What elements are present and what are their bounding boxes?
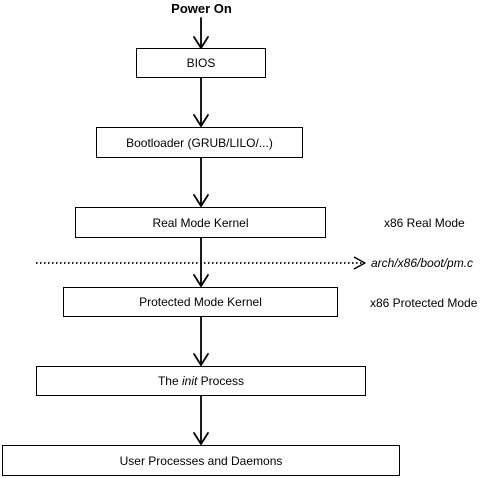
x86-real-mode-label: x86 Real Mode [384, 216, 465, 230]
bios-label: BIOS [186, 56, 216, 70]
init-process-box: The init Process [36, 366, 366, 396]
power-on-title: Power On [171, 1, 232, 16]
arrow-realmode-to-protected [193, 237, 209, 287]
bios-box: BIOS [136, 48, 266, 78]
transition-file-label: arch/x86/boot/pm.c [371, 256, 474, 270]
init-process-suffix: Process [197, 374, 245, 388]
arrow-bios-to-bootloader [193, 77, 209, 127]
init-process-prefix: The [157, 374, 182, 388]
init-process-italic: init [181, 374, 198, 388]
user-processes-box: User Processes and Daemons [2, 445, 400, 476]
mode-transition-dotted-arrow [36, 256, 366, 270]
arrow-protected-to-init [193, 316, 209, 366]
arrow-init-to-userprocs [193, 395, 209, 445]
protected-mode-kernel-label: Protected Mode Kernel [139, 295, 262, 309]
real-mode-kernel-label: Real Mode Kernel [152, 215, 249, 230]
bootloader-box: Bootloader (GRUB/LILO/...) [96, 127, 303, 158]
arrow-bootloader-to-realmode [193, 157, 209, 207]
x86-protected-mode-label: x86 Protected Mode [370, 296, 478, 310]
bootloader-label: Bootloader (GRUB/LILO/...) [126, 135, 273, 150]
protected-mode-kernel-box: Protected Mode Kernel [63, 287, 338, 317]
user-processes-label: User Processes and Daemons [119, 453, 283, 468]
arrow-power-to-bios [193, 17, 209, 49]
init-process-label: The init Process [158, 374, 244, 388]
real-mode-kernel-box: Real Mode Kernel [75, 207, 326, 238]
